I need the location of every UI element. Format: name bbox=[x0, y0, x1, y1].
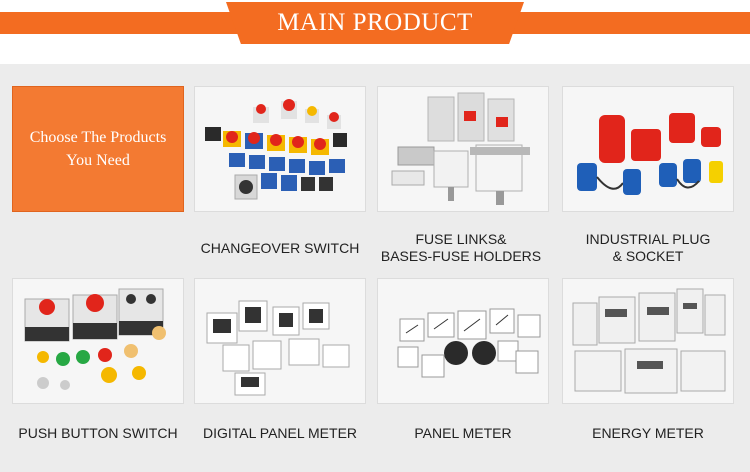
product-card-industrial-plug[interactable] bbox=[562, 86, 734, 212]
intro-line-2: You Need bbox=[66, 152, 130, 169]
product-card-panel-meter[interactable] bbox=[377, 278, 549, 404]
label-changeover-switch-line-1: CHANGEOVER SWITCH bbox=[200, 240, 360, 256]
industrial-plug-image bbox=[563, 87, 733, 211]
label-panel-meter: PANEL METER bbox=[369, 425, 557, 442]
push-button-switch-image bbox=[13, 279, 183, 403]
label-fuse-links: FUSE LINKS& BASES-FUSE HOLDERS bbox=[367, 231, 555, 265]
product-card-push-button-switch[interactable] bbox=[12, 278, 184, 404]
label-industrial-plug: INDUSTRIAL PLUG & SOCKET bbox=[554, 231, 742, 265]
product-card-fuse-links[interactable] bbox=[377, 86, 549, 212]
label-push-button-switch-line-1: PUSH BUTTON SWITCH bbox=[18, 425, 178, 441]
intro-card[interactable]: Choose The Products You Need bbox=[12, 86, 184, 212]
label-fuse-links-line-1: FUSE LINKS& bbox=[415, 231, 507, 247]
label-changeover-switch: CHANGEOVER SWITCH bbox=[186, 240, 374, 257]
panel-meter-image bbox=[378, 279, 548, 403]
intro-line-1: Choose The Products bbox=[29, 129, 167, 146]
banner-title: MAIN PRODUCT bbox=[277, 9, 473, 36]
label-digital-panel-meter-line-1: DIGITAL PANEL METER bbox=[202, 425, 358, 441]
product-card-energy-meter[interactable] bbox=[562, 278, 734, 404]
changeover-switch-image bbox=[195, 87, 365, 211]
fuse-links-image bbox=[378, 87, 548, 211]
digital-panel-meter-image bbox=[195, 279, 365, 403]
label-panel-meter-line-1: PANEL METER bbox=[414, 425, 512, 441]
energy-meter-image bbox=[563, 279, 733, 403]
product-card-changeover-switch[interactable] bbox=[194, 86, 366, 212]
label-fuse-links-line-2: BASES-FUSE HOLDERS bbox=[380, 248, 542, 264]
label-push-button-switch: PUSH BUTTON SWITCH bbox=[4, 425, 192, 442]
product-card-digital-panel-meter[interactable] bbox=[194, 278, 366, 404]
label-digital-panel-meter: DIGITAL PANEL METER bbox=[186, 425, 374, 442]
label-energy-meter: ENERGY METER bbox=[554, 425, 742, 442]
label-energy-meter-line-1: ENERGY METER bbox=[592, 425, 704, 441]
label-industrial-plug-line-1: INDUSTRIAL PLUG bbox=[585, 231, 711, 247]
banner-title-tab: MAIN PRODUCT bbox=[226, 2, 524, 44]
label-industrial-plug-line-2: & SOCKET bbox=[612, 248, 684, 264]
